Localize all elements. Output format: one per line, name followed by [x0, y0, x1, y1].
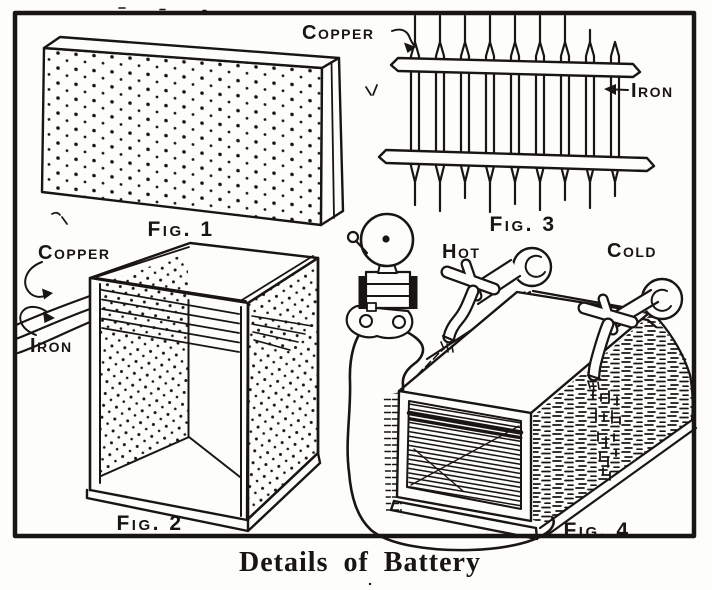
fig1-perforated-plate: Fig. 1 — [40, 35, 345, 241]
element-plates — [409, 14, 621, 214]
upper-support-bar — [389, 56, 642, 79]
box-plate-lines — [101, 289, 240, 353]
fig3-label: Fig. 3 — [489, 213, 556, 236]
fig1-label: Fig. 1 — [147, 218, 214, 241]
scan-speck — [368, 582, 372, 586]
frame-border — [12, 10, 697, 539]
box-left-inner-wall — [100, 253, 188, 476]
plate-front-face — [42, 48, 322, 225]
caption: Details of Battery — [239, 547, 481, 578]
fig2-iron-label: Iron — [30, 335, 73, 357]
bell-magnet — [364, 270, 412, 310]
fig3-plate-element: Copper Iron Fig. 3 — [302, 14, 674, 236]
cold-label: Cold — [607, 240, 657, 262]
lower-support-bar — [377, 148, 656, 173]
box-base — [85, 451, 322, 533]
hot-label: Hot — [442, 241, 480, 263]
pipe-flange — [511, 246, 553, 288]
bell-wire-right — [397, 325, 425, 392]
bell-wire-left — [346, 324, 555, 552]
copper-arrow — [391, 28, 414, 45]
fig4-assembled-battery: Hot Cold Fig. 4 — [345, 212, 698, 552]
fig3-copper-label: Copper — [302, 22, 374, 44]
fig2-battery-box: Copper Iron Fig. 2 — [14, 241, 322, 535]
fig4-label: Fig. 4 — [563, 519, 630, 542]
pouring-water — [592, 389, 621, 481]
copper-arrowhead-icon — [404, 42, 416, 53]
battery-base — [389, 499, 539, 541]
electric-bell — [345, 212, 418, 340]
cold-faucet: Cold — [577, 240, 684, 481]
scan-specks — [118, 7, 207, 12]
scan-marks — [51, 84, 378, 225]
binding-post — [392, 315, 406, 329]
hot-faucet: Hot — [440, 241, 553, 353]
copper-arrowhead-icon — [42, 288, 53, 300]
iron-arrow — [19, 305, 48, 336]
fig2-label: Fig. 2 — [116, 512, 183, 535]
box-interior-edges — [100, 299, 241, 478]
trough-front-rim — [538, 318, 698, 538]
fig2-copper-label: Copper — [38, 242, 110, 264]
iron-arrowhead-icon — [43, 311, 55, 323]
bell-striker — [355, 240, 369, 255]
fig3-iron-label: Iron — [631, 80, 674, 102]
binding-post — [359, 314, 373, 328]
iron-arrowhead-icon — [604, 84, 616, 95]
